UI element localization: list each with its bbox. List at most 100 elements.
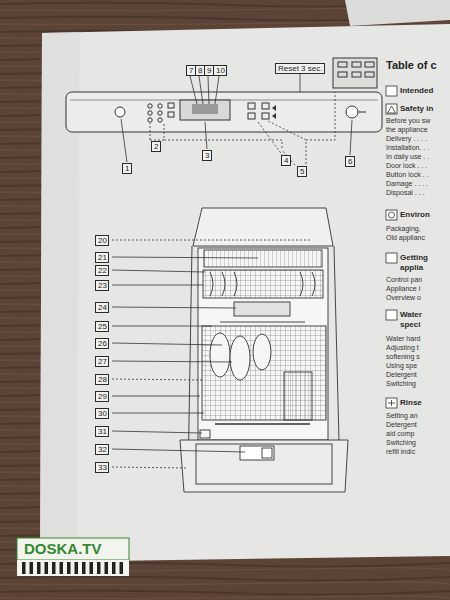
toc-entry: Damage . . . . [386,180,428,187]
callout-box: 33 [95,462,109,473]
toc-entry: Detergent [386,371,417,378]
callout-number: 6 [348,158,352,166]
callout-number: 31 [98,428,106,436]
key-stroke [60,562,64,574]
callout-box: 27 [95,356,109,367]
callout-number: 28 [98,376,106,384]
toc-entry: Packaging, [386,225,421,232]
callout-box: 25 [95,321,109,332]
callout-number: 32 [98,446,106,454]
callout-number: 5 [300,168,304,176]
toc-entry: Door lock . . . [386,162,427,169]
callout-number: 25 [98,323,106,331]
callout-number: 30 [98,410,106,418]
toc-entry: In daily use . . [386,153,429,160]
callout-number: 27 [98,358,106,366]
watermark: DOSKA.TV [24,541,102,556]
callout-box: 28 [95,374,109,385]
toc-entry: Water hard [386,335,420,342]
key-stroke [22,562,26,574]
toc-entry: Installation. . . [386,144,429,151]
toc-entry: the appliance [386,126,428,133]
second-sheet [345,0,450,26]
toc-heading: Table of c [386,60,437,71]
callout-number: 23 [98,282,106,290]
button-label: Reset 3 sec. [278,65,322,73]
key-stroke [90,562,94,574]
toc-section: speci [400,321,420,329]
callout-box: 2 [151,141,161,152]
callout-number: 1 [125,165,129,173]
callout-number: 3 [205,152,209,160]
key-stroke [120,562,124,574]
key-stroke [45,562,49,574]
key-stroke [75,562,79,574]
callout-box: 1 [122,163,132,174]
toc-section: Water [400,311,422,319]
callout-box: 21 [95,252,109,263]
callout-box: 20 [95,235,109,246]
key-stroke [105,562,109,574]
toc-entry: aid comp [386,430,414,437]
callout-box: 26 [95,338,109,349]
callout-box: 22 [95,265,109,276]
callout-box: 31 [95,426,109,437]
toc-entry: Overview o [386,294,421,301]
callout-box: 6 [345,156,355,167]
callout-number: 21 [98,254,106,262]
callout-box: 23 [95,280,109,291]
callout-box: 5 [297,166,307,177]
key-stroke [82,562,86,574]
dishwasher-leaders [112,240,312,468]
callout-number: 2 [154,143,158,151]
toc-entry: Before you sw [386,117,430,124]
callout-number: 24 [98,304,106,312]
toc-section: Safety in [400,105,433,113]
dishwasher [180,208,348,492]
watermark-badge [17,538,129,576]
callout-box: 32 [95,444,109,455]
callout-box: 29 [95,391,109,402]
panel-leaders [121,74,352,165]
callout-number: 20 [98,237,106,245]
callout-number: 29 [98,393,106,401]
callout-box: 30 [95,408,109,419]
callout-number: 26 [98,340,106,348]
callout-box: 3 [202,150,212,161]
callout-number: 22 [98,267,106,275]
toc-entry: Button lock . . [386,171,428,178]
toc-entry: refill indic [386,448,415,455]
key-stroke [30,562,34,574]
toc-entry: Delivery . . . . [386,135,427,142]
toc-entry: Disposal . . . [386,189,425,196]
key-stroke [97,562,101,574]
toc-entry: softening s [386,353,420,360]
toc-entry: Setting an [386,412,418,419]
paper-sheet [40,24,450,562]
key-stroke [67,562,71,574]
toc-section: applia [400,264,423,272]
toc-entry: Switching [386,380,416,387]
callout-number: 33 [98,464,106,472]
toc-entry: Using spe [386,362,417,369]
toc-section: Intended [400,87,433,95]
callout-number: 8 [198,67,202,75]
callout-number: 7 [189,67,193,75]
toc-section: Getting [400,254,428,262]
toc-entry: Adjusting t [386,344,419,351]
toc-entry: Switching [386,439,416,446]
toc-entry: Old applianc [386,234,425,241]
toc-section: Rinse [400,399,422,407]
toc-section: Environ [400,211,430,219]
callout-number: 10 [216,67,224,75]
toc-entry: Detergent [386,421,417,428]
callout-box: 4 [281,155,291,166]
callout-number: 9 [207,67,211,75]
key-stroke [37,562,41,574]
callout-box: 10 [213,65,227,76]
key-stroke [52,562,56,574]
callout-number: 4 [284,157,288,165]
